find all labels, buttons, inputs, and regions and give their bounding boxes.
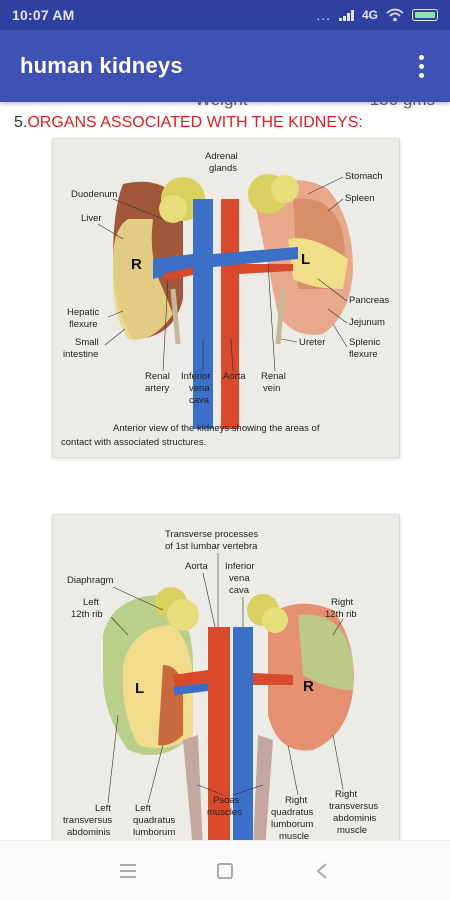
label-right-12th-1: Right [331,597,354,608]
label-jejunum: Jejunum [349,317,385,328]
label-glands: glands [209,163,237,174]
wifi-icon [386,8,404,22]
menu-icon[interactable] [108,851,148,891]
label-splenic-2: flexure [349,349,378,360]
section-heading: 5.ORGANS ASSOCIATED WITH THE KIDNEYS: [14,114,363,132]
label-adrenal: Adrenal [205,151,238,162]
label-psoas-2: muscles [207,807,242,818]
system-nav-bar [0,840,450,900]
label-duodenum: Duodenum [71,189,118,200]
label-hepatic-1: Hepatic [67,307,99,318]
label-small-2: intestine [63,349,98,360]
label-rql-4: muscle [279,831,309,840]
label-ureter: Ureter [299,337,325,348]
kidney-letter-l: L [301,251,310,268]
home-square-icon[interactable] [205,851,245,891]
label-pancreas: Pancreas [349,295,389,306]
label-hepatic-2: flexure [69,319,98,330]
label-psoas-1: Psoas [213,795,240,806]
label-lta-1: Left [95,803,111,814]
anterior-diagram: R L Adrenal glands Stomach Spleen Duoden… [53,139,399,457]
posterior-diagram: L R Transverse processes of 1st lumbar v… [53,515,399,840]
label-ivc-posterior-2: vena [229,573,250,584]
label-stomach: Stomach [345,171,383,182]
label-left-12th-1: Left [83,597,99,608]
label-right-12th-2: 12th rib [325,609,357,620]
label-ivc-posterior-1: Inferior [225,561,255,572]
label-spleen: Spleen [345,193,375,204]
label-renal-vein-2: vein [263,383,280,394]
label-ivc-1: Inferior [181,371,211,382]
label-rta-1: Right [335,789,358,800]
heading-text: ORGANS ASSOCIATED WITH THE KIDNEYS: [27,114,363,131]
partial-right: 150 gms [370,102,435,110]
label-renal-vein-1: Renal [261,371,286,382]
label-tp-1: Transverse processes [165,529,258,540]
battery-icon [412,9,438,21]
label-splenic-1: Splenic [349,337,380,348]
label-aorta: Aorta [223,371,246,382]
figure-anterior-view[interactable]: R L Adrenal glands Stomach Spleen Duoden… [52,138,400,458]
label-rql-2: quadratus [271,807,314,818]
label-ivc-2: vena [189,383,210,394]
signal-icon [338,9,354,21]
status-bar: 10:07 AM ... 4G [0,0,450,30]
app-bar: human kidneys [0,30,450,102]
figure-posterior-view[interactable]: L R Transverse processes of 1st lumbar v… [52,514,400,840]
label-rql-3: lumborum [271,819,313,830]
label-rta-3: abdominis [333,813,377,824]
label-lql-3: lumborum [133,827,175,838]
label-small-1: Small [75,337,99,348]
caption-line-2: contact with associated structures. [61,437,206,448]
back-chevron-icon[interactable] [302,851,342,891]
heading-number: 5. [14,114,28,131]
label-rql-1: Right [285,795,308,806]
label-ivc-3: cava [189,395,210,406]
kidney-letter-l-posterior: L [135,680,144,697]
label-rta-2: transversus [329,801,378,812]
label-renal-artery-1: Renal [145,371,170,382]
status-time: 10:07 AM [12,7,75,23]
label-lql-2: quadratus [133,815,176,826]
label-left-12th-2: 12th rib [71,609,103,620]
caption-line-1: Anterior view of the kidneys showing the… [113,423,320,434]
kidney-letter-r: R [131,256,142,273]
network-type: 4G [361,8,378,22]
content-scroll[interactable]: Weight 150 gms 5.ORGANS ASSOCIATED WITH … [0,102,450,840]
label-diaphragm: Diaphragm [67,575,114,586]
partial-left: Weight [195,102,248,110]
status-icons: ... 4G [316,7,438,23]
label-lta-3: abdominis [67,827,111,838]
label-lql-1: Left [135,803,151,814]
status-dots: ... [316,7,331,23]
partial-text-line: Weight 150 gms [195,102,435,110]
label-ivc-posterior-3: cava [229,585,250,596]
kidney-letter-r-posterior: R [303,678,314,695]
label-lta-2: transversus [63,815,112,826]
label-aorta-posterior: Aorta [185,561,208,572]
label-tp-2: of 1st lumbar vertebra [165,541,258,552]
app-title: human kidneys [20,53,183,78]
label-renal-artery-2: artery [145,383,170,394]
label-rta-4: muscle [337,825,367,836]
label-liver: Liver [81,213,102,224]
more-vert-icon[interactable] [413,49,430,84]
